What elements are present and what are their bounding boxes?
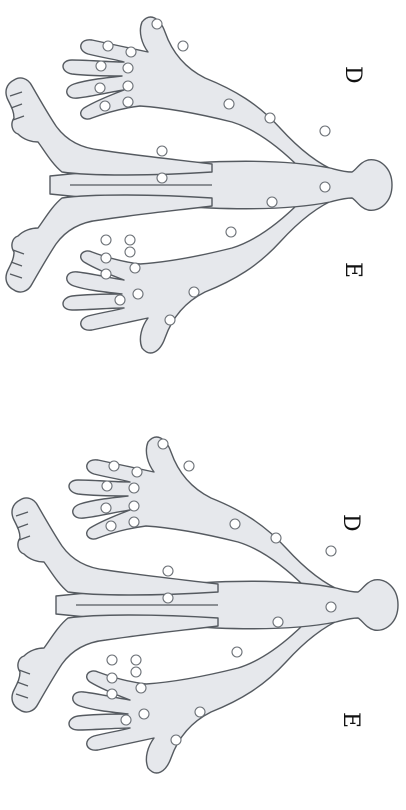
- figure-top: D E: [6, 17, 392, 353]
- label-left-side: E: [340, 262, 365, 278]
- label-right-side: D: [338, 514, 363, 532]
- label-left-side: E: [338, 712, 363, 728]
- figure-bottom: D E: [12, 437, 398, 773]
- label-right-side: D: [340, 66, 365, 84]
